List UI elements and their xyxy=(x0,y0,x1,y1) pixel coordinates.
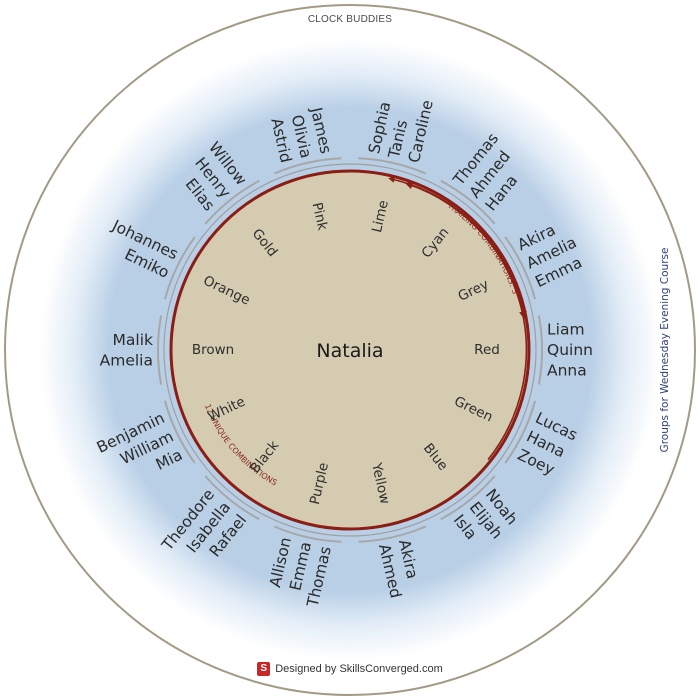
slot-divider xyxy=(537,315,543,385)
member-name: Malik xyxy=(113,331,153,349)
credit-text: Designed by SkillsConverged.com xyxy=(275,663,443,675)
member-name: Liam xyxy=(547,321,585,339)
outer-arrow xyxy=(388,176,528,461)
slot-divider xyxy=(273,525,342,543)
slot-divider xyxy=(273,157,342,175)
inner-ring-line xyxy=(163,163,537,537)
member-name: Anna xyxy=(547,362,587,380)
slot-divider xyxy=(440,475,496,521)
color-label: Red xyxy=(474,342,500,358)
member-name: Quinn xyxy=(547,341,593,359)
page-title: CLOCK BUDDIES xyxy=(307,14,393,25)
slot-divider xyxy=(204,179,260,225)
skills-converged-logo: S xyxy=(257,662,271,676)
course-subtitle: Groups for Wednesday Evening Course xyxy=(659,248,671,453)
slot-divider xyxy=(163,400,196,464)
slot-divider xyxy=(358,157,427,175)
member-name: Amelia xyxy=(100,351,153,369)
slot-divider xyxy=(157,315,163,385)
center-name: Natalia xyxy=(316,340,383,362)
slot-divider xyxy=(504,400,537,464)
color-label: Lime xyxy=(369,199,392,234)
slot-divider xyxy=(163,236,196,300)
footer-credit: S Designed by SkillsConverged.com xyxy=(0,662,700,676)
color-label: Pink xyxy=(309,201,331,232)
slot-divider xyxy=(204,475,260,521)
slot-divider xyxy=(358,525,427,543)
color-label: Brown xyxy=(192,342,234,358)
